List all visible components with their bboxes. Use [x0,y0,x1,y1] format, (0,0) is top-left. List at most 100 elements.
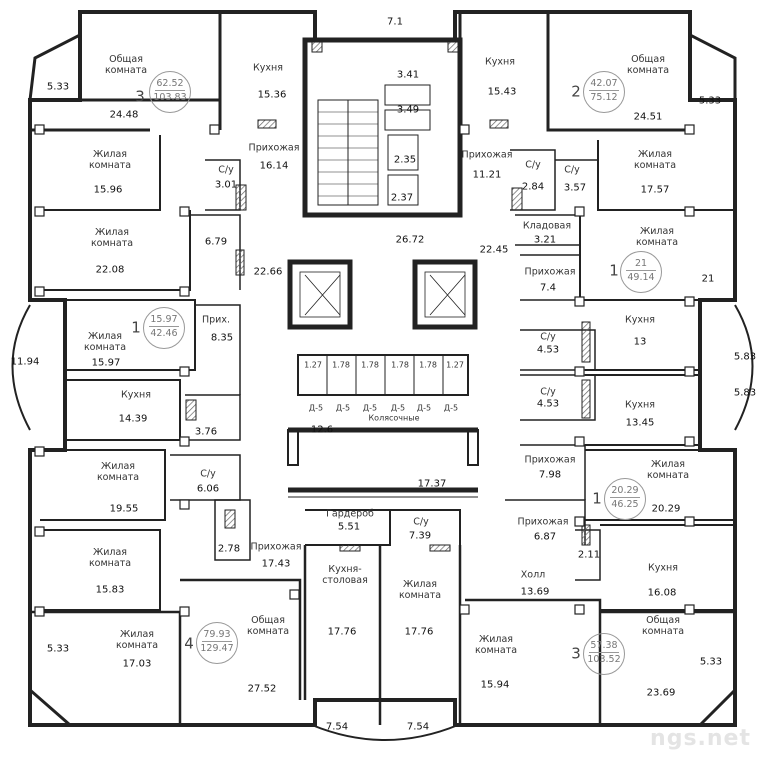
room-hall-tl-area: 16.14 [259,160,289,172]
bay-right-arc [734,304,754,431]
apartment-number: 1 [592,489,602,508]
elevator-1 [287,259,353,330]
room-living-l: Жилая комната [83,331,127,353]
room-common-4: Общая комната [246,615,290,637]
room-hall-3b: Прихожая [517,516,569,528]
room-hall-r2-area: 7.98 [538,469,562,481]
room-hall-r: Прихожая [524,266,576,278]
room-hall-l-area: 8.35 [210,332,234,344]
room-hall-tl: Прихожая [248,142,300,154]
room-hall-4: Прихожая [250,541,302,553]
room-living1-4: Жилая комната [96,461,140,483]
room-bath2-3b-area: 2.11 [577,549,601,561]
room-living3-4: Жилая комната [115,629,159,651]
hall-area-12-6: 12.6 [310,424,334,436]
room-bath-r2: С/у [540,386,556,398]
room-kitchen-l: Кухня [121,389,151,401]
room-living2-3b: Жилая комната [474,634,518,656]
room-hall-3b-area: 6.87 [533,531,557,543]
room-common-tl: Общая комната [104,54,148,76]
room-living1-tl-area: 15.96 [93,184,123,196]
balcony-tl-area: 5.33 [46,81,70,93]
room-storage-r-area: 3.21 [533,234,557,246]
room-vestibule-3b: Холл [520,569,546,581]
shaft-2 [384,109,431,131]
room-wardrobe-4-area: 5.51 [337,521,361,533]
stroller-cell-5: 1.78 [419,360,437,370]
room-living2-tl-area: 22.08 [95,264,125,276]
room-bath2-tr: С/у [564,164,580,176]
stroller-storage [297,354,469,396]
room-hall-tr-area: 11.21 [472,169,502,181]
room-kitchen-3b: Кухня [648,562,678,574]
room-living2-tl: Жилая комната [90,227,134,249]
room-common-tr-area: 24.51 [633,111,663,123]
room-common-tr: Общая комната [626,54,670,76]
room-hall-r-area: 7.4 [540,282,556,294]
apartment-number: 3 [135,87,145,106]
room-kitchen-r2: Кухня [625,399,655,411]
balcony-r2-area: 5.83 [733,387,757,399]
room-living1-3b: Жилая комната [398,579,442,601]
room-bath-tr-area: 2.84 [521,181,545,193]
stroller-cell-4: 1.78 [391,360,409,370]
room-bath2-4-area: 2.78 [217,543,241,555]
room-living-l-area: 15.97 [91,357,121,369]
room-vestibule-3b-area: 13.69 [520,586,550,598]
room-living-r: Жилая комната [635,226,679,248]
bay-window-br [698,640,737,727]
room-kitchen-3b-area: 16.08 [647,587,677,599]
room-bath-r2-area: 4.53 [536,398,560,410]
room-living1-4-area: 19.55 [109,503,139,515]
stroller-room-label: Колясочные [368,413,420,423]
room-living2-4-area: 15.83 [95,584,125,596]
room-bath-tr: С/у [525,159,541,171]
bay-window-tr [688,12,737,100]
room-living3-4-area: 17.03 [122,658,152,670]
shaft-area-2-37: 2.37 [390,192,414,204]
room-common-3b-area: 23.69 [646,687,676,699]
door-d5-5: Д-5 [416,403,432,413]
room-living1-tl: Жилая комната [88,149,132,171]
room-bath-4-area: 6.06 [196,483,220,495]
balcony-l-area: 11.94 [10,356,40,368]
room-living-r2-area: 20.29 [651,503,681,515]
room-common-4-area: 27.52 [247,683,277,695]
room-common-3b: Общая комната [641,615,685,637]
door-d5-2: Д-5 [335,403,351,413]
room-bath-r-area: 4.53 [536,344,560,356]
room-bath-tl-area: 3.01 [214,179,238,191]
shaft-area-2-35: 2.35 [393,154,417,166]
bay-bottom-arc [311,724,459,741]
bay-window-tl [28,12,82,101]
stroller-cell-2: 1.78 [332,360,350,370]
room-hall-l: Прих. [202,314,230,326]
room-hall-tr: Прихожая [461,149,513,161]
hall-area-17-37: 17.37 [417,478,447,490]
room-kitchen-4-area: 17.76 [327,626,357,638]
room-living2-4: Жилая комната [88,547,132,569]
apartment-number: 4 [184,634,194,653]
door-d5-6: Д-5 [443,403,459,413]
balcony-r-area: 5.83 [733,351,757,363]
stroller-cell-3: 1.78 [361,360,379,370]
bay-left-arc [11,304,31,431]
room-living-r2: Жилая комната [646,459,690,481]
room-bath2-tl-area: 6.79 [204,236,228,248]
room-kitchen-r: Кухня [625,314,655,326]
room-kitchen-r-area: 13 [633,336,647,348]
apartment-number: 1 [609,261,619,280]
room-living-r-side: 21 [701,273,715,285]
apartment-number: 3 [571,644,581,663]
stair-landing-area: 7.1 [387,16,403,28]
room-bath-l-area: 3.76 [194,426,218,438]
shaft-4 [387,174,419,206]
shaft-area-3-41: 3.41 [396,69,420,81]
room-bath2-tr-area: 3.57 [563,182,587,194]
